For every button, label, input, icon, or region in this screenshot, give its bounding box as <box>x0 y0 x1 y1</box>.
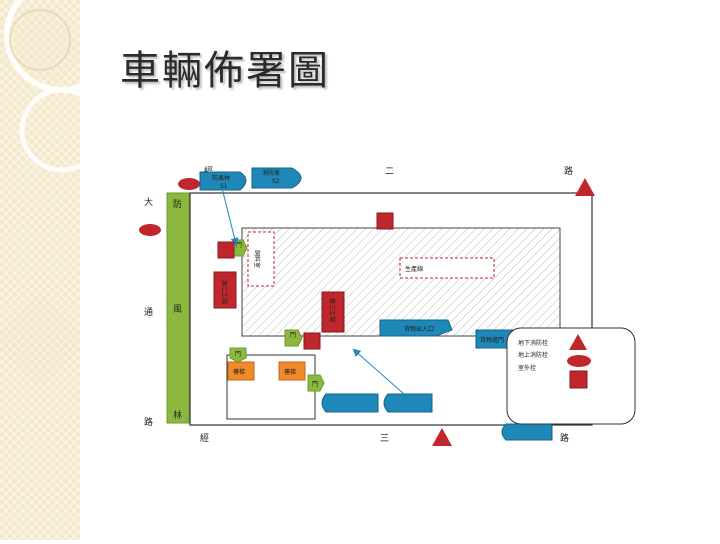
gate-4-label: 門 <box>312 381 318 388</box>
legend-square-icon <box>569 370 588 389</box>
legend-item-1-label: 地下消防栓 <box>518 339 548 347</box>
dept-building-1-label: 第二工場 <box>220 280 228 304</box>
hydrant-ellipse-1 <box>178 178 200 190</box>
decorative-sidebar <box>0 0 120 540</box>
vehicle-s2-line1: 消防車 <box>262 169 280 177</box>
leader-line-1 <box>221 187 239 246</box>
vehicle-gate-1-label: 貨物出入口 <box>404 325 434 333</box>
guard-room-label: 飼料室 <box>253 250 261 268</box>
gate-2-label: 門 <box>290 332 296 339</box>
dept-building-2-label: 第三工場 <box>328 298 336 322</box>
vehicle-car-b <box>383 393 433 413</box>
road-bottom-3: 路 <box>560 432 569 444</box>
legend-item-2-label: 地上消防栓 <box>518 351 548 359</box>
vehicle-gate-2-label: 貨物進門 <box>480 336 504 344</box>
legend-item-3-label: 室外栓 <box>518 364 536 372</box>
hydrant-square-3 <box>303 332 321 350</box>
gate-1-label: 門 <box>236 242 242 249</box>
vehicle-s2 <box>251 167 302 189</box>
vehicle-s1-line1: 防風林 <box>212 174 230 182</box>
road-left-3: 路 <box>144 416 153 428</box>
page-title: 車輛佈署圖 <box>120 48 330 94</box>
gate-3-label: 門 <box>235 351 241 358</box>
production-line-label: 生產線 <box>405 265 423 273</box>
road-top-3: 路 <box>564 165 573 177</box>
windbreak-2: 風 <box>173 304 182 315</box>
vehicle-s2-line2: S2 <box>272 178 280 185</box>
road-bottom-2: 三 <box>380 434 389 444</box>
windbreak-strip <box>166 192 190 424</box>
road-top-1: 經 <box>204 165 213 177</box>
stair-box-2 <box>278 361 306 381</box>
legend-triangle-icon <box>569 334 587 350</box>
hydrant-square-2 <box>376 212 394 230</box>
gate-arrow-3 <box>229 347 247 363</box>
road-bottom-1: 經 <box>200 432 209 444</box>
site-boundary <box>189 192 593 426</box>
guard-room <box>247 231 275 287</box>
windbreak-1: 防 <box>173 198 182 210</box>
hydrant-triangle-1 <box>575 178 595 196</box>
road-left-2: 通 <box>144 307 153 318</box>
vehicle-car-a <box>321 393 379 413</box>
stair-box-1-label: 樓梯 <box>233 368 245 376</box>
production-line <box>399 257 495 279</box>
dept-building-1 <box>213 271 237 309</box>
gate-arrow-2 <box>284 329 303 347</box>
vehicle-s1-line2: S1 <box>220 183 228 190</box>
vehicle-car-c <box>501 423 553 441</box>
hydrant-triangle-2 <box>432 428 452 446</box>
stair-box-2-label: 樓梯 <box>284 368 296 376</box>
gate-arrow-4 <box>307 374 325 392</box>
stair-box-1 <box>227 361 255 381</box>
windbreak-3: 林 <box>173 409 182 421</box>
vehicle-gate-1 <box>379 319 453 337</box>
road-left-1: 大 <box>144 196 153 208</box>
hydrant-square-1 <box>217 241 235 259</box>
vehicle-s1 <box>199 171 247 191</box>
dept-building-2 <box>321 291 345 333</box>
road-top-2: 二 <box>385 167 394 177</box>
legend-ellipse-icon <box>567 355 591 367</box>
hydrant-ellipse-2 <box>139 224 161 236</box>
leader-line-2 <box>352 348 405 395</box>
main-building <box>241 227 561 337</box>
